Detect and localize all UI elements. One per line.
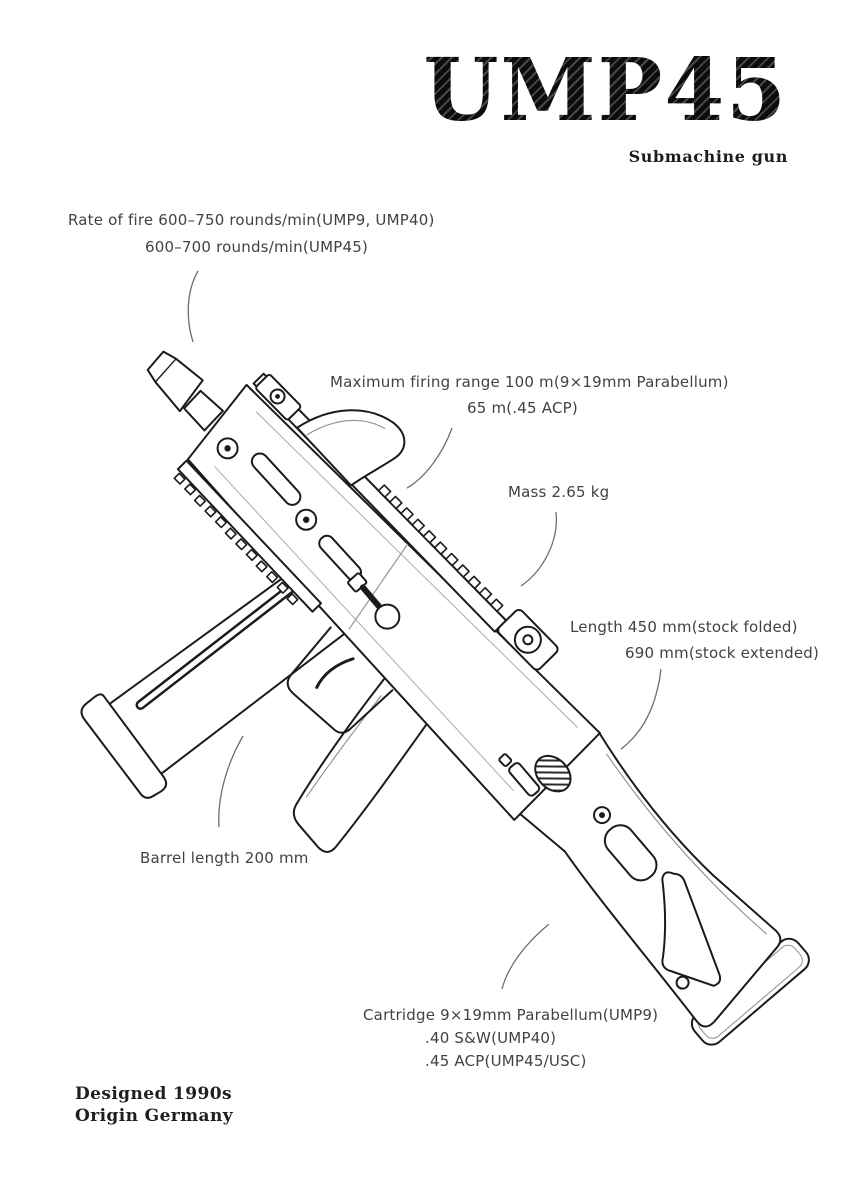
annotation-firing-range-line1: Maximum firing range 100 m(9×19mm Parabe… xyxy=(330,373,729,391)
footer-designed: Designed 1990s xyxy=(75,1084,232,1104)
annotation-rate-of-fire-line1: Rate of fire 600–750 rounds/min(UMP9, UM… xyxy=(68,211,435,229)
page-title: UMP45 xyxy=(423,40,788,141)
annotation-cartridge-line1: Cartridge 9×19mm Parabellum(UMP9) xyxy=(363,1006,659,1024)
annotation-length-line1: Length 450 mm(stock folded) xyxy=(570,618,798,636)
rear-sight xyxy=(497,608,559,671)
leader-line-barrel-length xyxy=(218,735,244,828)
leader-lines xyxy=(187,270,662,990)
annotation-rate-of-fire-line2: 600–700 rounds/min(UMP45) xyxy=(145,238,368,256)
leader-line-rate-of-fire xyxy=(187,270,199,343)
leader-line-cartridge xyxy=(501,923,550,990)
footer-origin: Origin Germany xyxy=(75,1106,233,1126)
trigger-guard xyxy=(286,626,394,734)
annotation-barrel-length: Barrel length 200 mm xyxy=(140,849,309,867)
page-subtitle: Submachine gun xyxy=(628,147,788,166)
annotation-length-line2: 690 mm(stock extended) xyxy=(625,644,820,662)
charging-handle xyxy=(347,572,401,630)
leader-line-length xyxy=(620,668,662,750)
handguard-details xyxy=(216,437,363,581)
annotation-cartridge-line2: .40 S&W(UMP40) xyxy=(425,1029,557,1047)
muzzle-flash-hider xyxy=(146,350,224,432)
annotation-mass: Mass 2.65 kg xyxy=(508,483,610,501)
folding-stock xyxy=(516,730,810,1046)
annotation-firing-range-line2: 65 m(.45 ACP) xyxy=(467,399,578,417)
leader-line-firing-range xyxy=(406,427,453,489)
annotation-cartridge-line3: .45 ACP(UMP45/USC) xyxy=(425,1052,587,1070)
bottom-rail xyxy=(173,459,323,613)
front-sight xyxy=(255,373,406,487)
leader-line-mass xyxy=(520,511,558,587)
stock-hinge xyxy=(498,753,572,797)
ump45-gun xyxy=(80,350,810,1046)
